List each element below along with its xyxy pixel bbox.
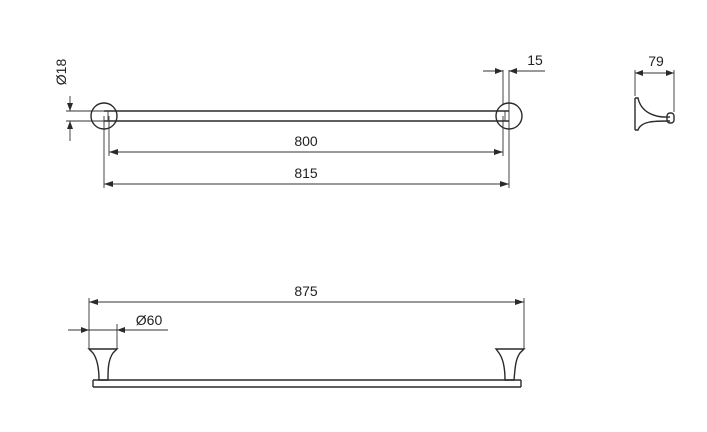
side-bar-end	[666, 112, 675, 124]
label-projection: 79	[648, 53, 664, 69]
arrow-79-right	[666, 70, 674, 76]
arrow-79-left	[635, 70, 643, 76]
label-inner-length: 800	[294, 133, 318, 149]
arrow-815-right	[500, 181, 509, 187]
arrow-800-right	[494, 149, 503, 155]
label-base-diameter: Ø60	[136, 312, 163, 328]
label-center-length: 815	[294, 165, 318, 181]
front-right-bracket	[494, 348, 526, 381]
arrow-800-left	[109, 149, 118, 155]
front-view: 875 Ø60	[68, 283, 526, 388]
label-bar-diameter: Ø18	[53, 59, 69, 86]
side-bracket-lower	[635, 120, 671, 131]
arrow-dia-top	[67, 103, 73, 111]
arrow-offset-left	[495, 68, 503, 74]
arrow-815-left	[104, 181, 113, 187]
arrow-dia60-right	[117, 327, 125, 333]
arrow-875-right	[515, 299, 524, 305]
front-left-bracket	[87, 348, 119, 381]
side-bracket-upper	[635, 97, 671, 118]
label-overall-length: 875	[294, 283, 318, 299]
arrow-dia60-left	[81, 327, 89, 333]
side-view: 79	[634, 53, 675, 131]
arrow-offset-right	[509, 68, 517, 74]
top-view: Ø18 15 800 815	[53, 52, 545, 188]
label-mount-offset: 15	[527, 52, 543, 68]
arrow-dia-bottom	[67, 121, 73, 129]
arrow-875-left	[89, 299, 98, 305]
